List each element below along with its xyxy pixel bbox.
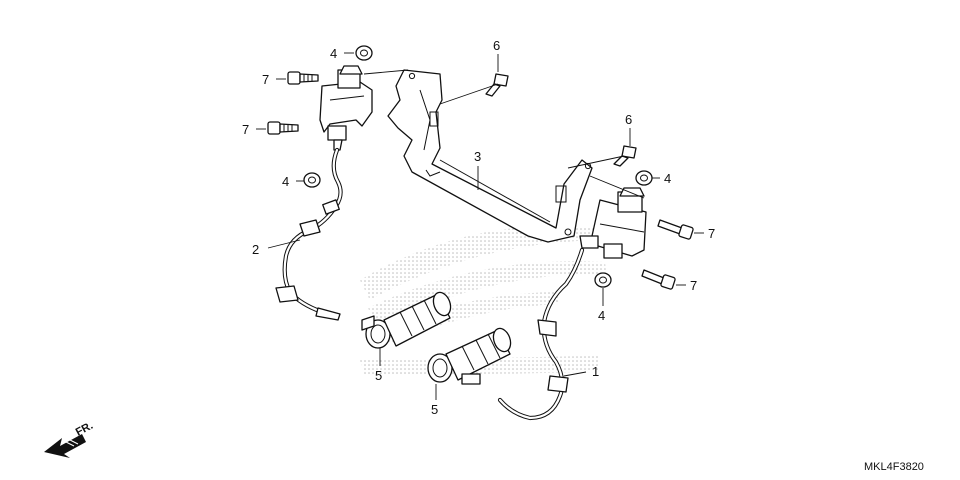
ignition-coil-right [579,187,647,259]
label-part-7-upper-right: 7 [708,226,715,241]
label-part-7-mid-left: 7 [242,122,249,137]
clip-4-lower-right [594,272,612,288]
coil-wire-right [497,247,585,421]
label-part-6-upper: 6 [493,38,500,53]
plug-cap-upper [361,291,452,349]
label-part-1: 1 [592,364,599,379]
bracket-part-3 [387,69,593,243]
bolt-7-upper-right [657,219,694,240]
front-direction-label: FR. [74,420,95,439]
clip-4-top-left [355,45,373,61]
label-part-2: 2 [252,242,259,257]
part-labels: 1 2 3 4 4 4 4 5 5 6 6 7 7 7 7 [242,38,715,417]
clip-4-right [635,170,653,186]
label-part-4-lower: 4 [598,308,605,323]
bolt-6-right [613,145,637,167]
bolt-6-upper [485,73,509,97]
label-part-6-right: 6 [625,112,632,127]
coil-wire-left [275,147,343,321]
label-part-4-right: 4 [664,171,671,186]
label-part-7-upper-left: 7 [262,72,269,87]
ignition-coil-left [319,65,373,151]
front-direction-arrow-icon [44,434,86,458]
label-part-4-left: 4 [282,174,289,189]
leader-lines [256,52,704,400]
label-part-3: 3 [474,149,481,164]
bolt-7-mid-left [267,121,299,135]
label-part-4-top-left: 4 [330,46,337,61]
label-part-7-lower-right: 7 [690,278,697,293]
plug-cap-lower [427,327,512,385]
label-part-5-lower: 5 [431,402,438,417]
clip-4-left [303,172,321,188]
diagram-code: MKL4F3820 [864,461,924,473]
label-part-5-upper: 5 [375,368,382,383]
bolt-7-lower-right [641,269,676,290]
bolt-7-upper-left [287,71,319,85]
